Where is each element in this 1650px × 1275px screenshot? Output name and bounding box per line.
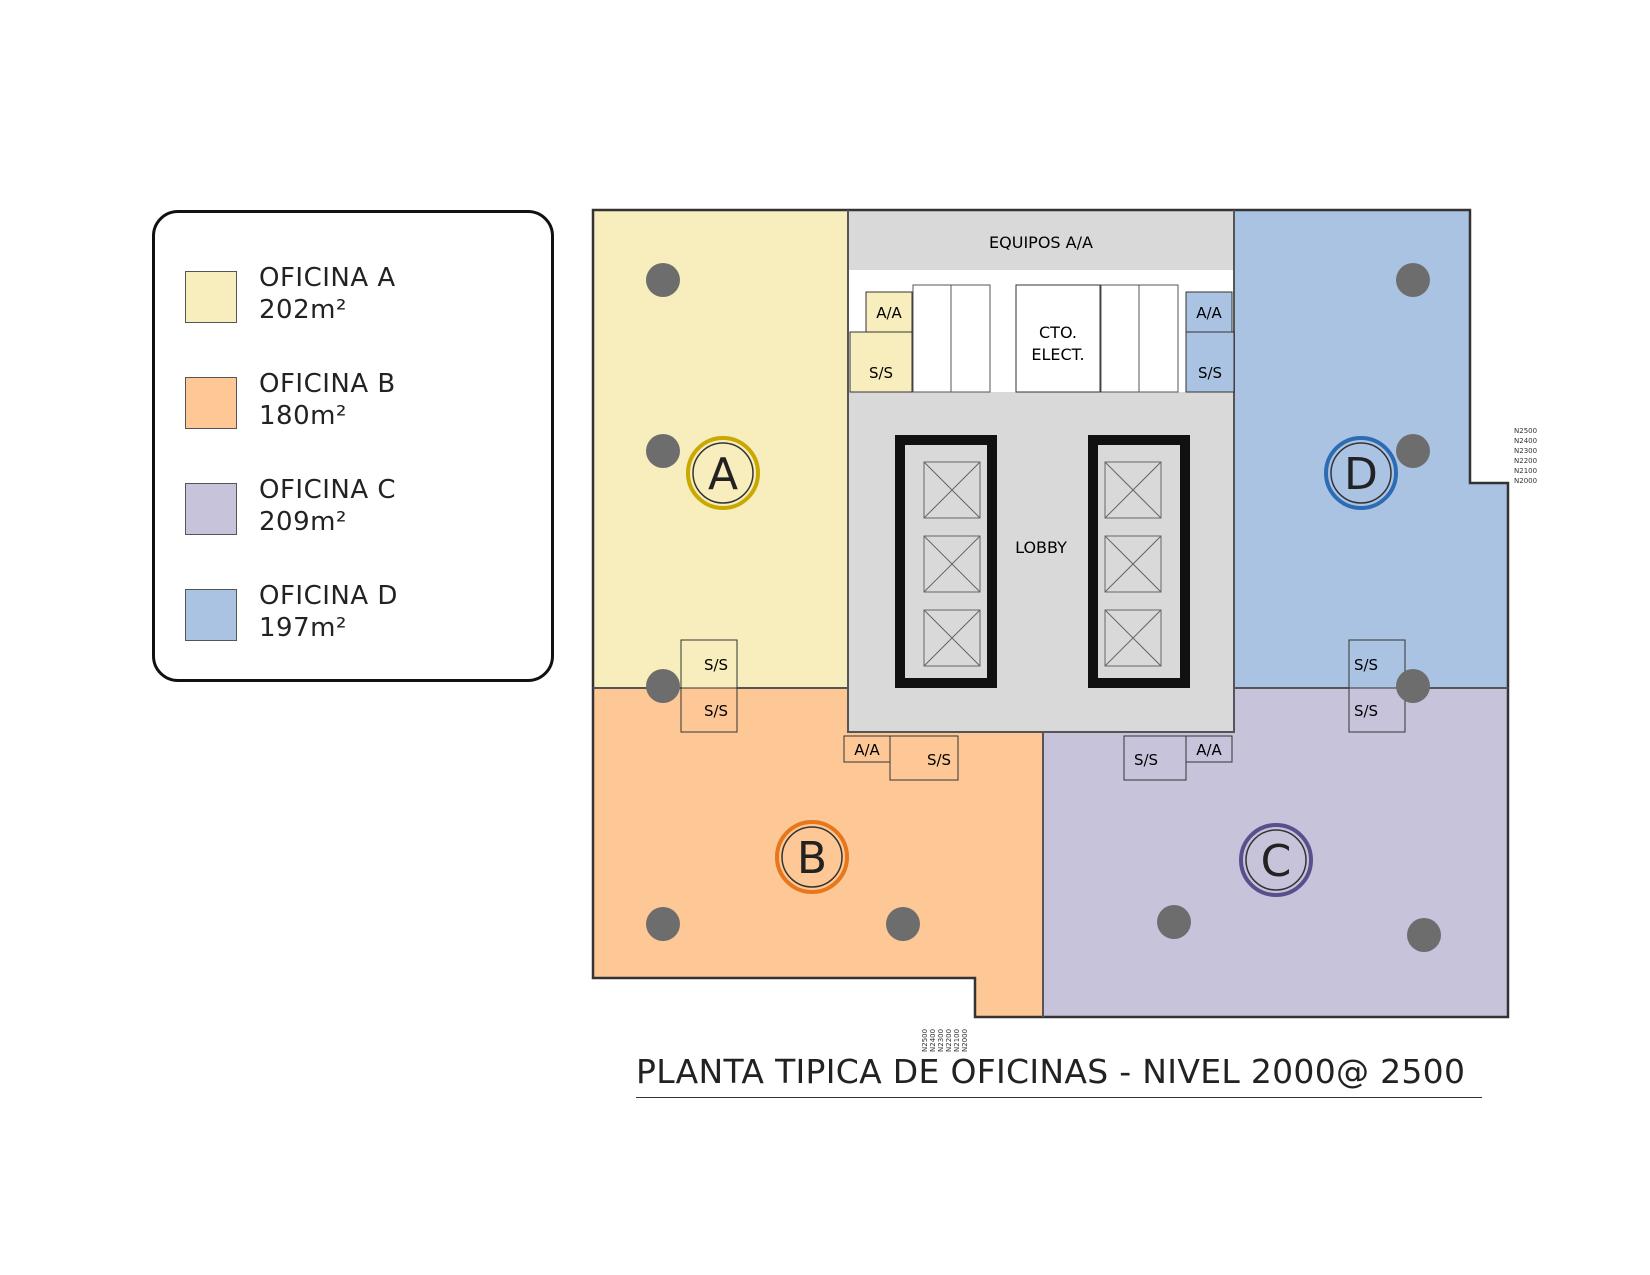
restroom-label-a-1: S/S (704, 656, 728, 674)
electrical-label-2: ELECT. (1031, 345, 1084, 364)
legend-name-c: OFICINA C (259, 475, 397, 505)
core-equipment-area (848, 210, 1234, 270)
legend-swatch-b (185, 377, 237, 429)
office-marker-c: C (1239, 823, 1313, 897)
building-outline (591, 208, 1510, 1019)
restroom-label-b-2: S/S (927, 751, 951, 769)
level-tag: N2400 (1514, 437, 1537, 445)
column (646, 669, 680, 703)
restroom-c-side: S/S (1348, 687, 1406, 733)
office-letter-d: D (1344, 449, 1378, 500)
level-tag: N2000 (961, 1029, 969, 1052)
office-marker-a: A (686, 436, 760, 510)
electrical-room: CTO. ELECT. (1015, 284, 1101, 393)
restroom-d-core: S/S (1185, 331, 1235, 393)
aa-label-b: A/A (854, 741, 880, 759)
column (1396, 434, 1430, 468)
restroom-label-a-core: S/S (869, 364, 893, 382)
level-tag: N2300 (937, 1029, 945, 1052)
column (1396, 263, 1430, 297)
level-tags-right: N2500 N2400 N2300 N2200 N2100 N2000 (1514, 427, 1537, 485)
column (1396, 669, 1430, 703)
aa-label-a: A/A (876, 304, 902, 322)
restroom-label-c-1: S/S (1134, 751, 1158, 769)
office-marker-b: B (775, 820, 849, 894)
level-tag: N2200 (1514, 457, 1537, 465)
level-tags-bottom: N2500 N2400 N2300 N2200 N2100 N2000 (921, 1029, 969, 1052)
electrical-label-1: CTO. (1039, 323, 1077, 342)
restroom-d-upper: S/S (1348, 639, 1406, 689)
restroom-label-d-1: S/S (1354, 656, 1378, 674)
aa-room-b: A/A (843, 735, 891, 763)
columns (646, 263, 1441, 952)
legend-area-d: 197m² (259, 613, 347, 643)
level-tag: N2100 (953, 1029, 961, 1052)
legend-swatch-c (185, 483, 237, 535)
legend-name-a: OFICINA A (259, 263, 396, 293)
restroom-c-core: S/S (1123, 735, 1187, 781)
legend-item-oficina-a: OFICINA A 202m² (185, 263, 525, 325)
column (886, 907, 920, 941)
aa-room-c: A/A (1185, 735, 1233, 763)
legend-item-oficina-c: OFICINA C 209m² (185, 475, 525, 537)
office-letter-c: C (1261, 836, 1292, 887)
office-d-area (1234, 210, 1508, 688)
restroom-a-upper: S/S (680, 639, 738, 689)
legend-swatch-d (185, 589, 237, 641)
column (1407, 918, 1441, 952)
level-tag: N2000 (1514, 477, 1537, 485)
legend-box: OFICINA A 202m² OFICINA B 180m² OFICINA … (152, 210, 554, 682)
restroom-label-b-1: S/S (704, 702, 728, 720)
title-underline (636, 1097, 1482, 1098)
office-letter-a: A (708, 449, 738, 500)
legend-area-b: 180m² (259, 401, 347, 431)
lobby-area (848, 392, 1234, 732)
level-tag: N2500 (921, 1029, 929, 1052)
legend-swatch-a (185, 271, 237, 323)
office-letter-b: B (797, 833, 827, 884)
restroom-label-c-2: S/S (1354, 702, 1378, 720)
stair-right (1100, 284, 1179, 393)
restroom-b-core: S/S (889, 735, 959, 781)
equipment-label: EQUIPOS A/A (989, 233, 1093, 252)
office-marker-d: D (1324, 436, 1398, 510)
level-tag: N2100 (1514, 467, 1537, 475)
level-tag: N2300 (1514, 447, 1537, 455)
level-tag: N2400 (929, 1029, 937, 1052)
legend-item-oficina-d: OFICINA D 197m² (185, 581, 525, 643)
legend-area-c: 209m² (259, 507, 347, 537)
aa-room-a: A/A (865, 291, 913, 333)
stair-left (912, 284, 991, 393)
plan-title: PLANTA TIPICA DE OFICINAS - NIVEL 2000@ … (636, 1052, 1466, 1091)
aa-room-d: A/A (1185, 291, 1233, 333)
level-tag: N2500 (1514, 427, 1537, 435)
lobby-label: LOBBY (1015, 538, 1067, 557)
elevator-bank-left (895, 435, 997, 688)
aa-label-d: A/A (1196, 304, 1222, 322)
legend-name-b: OFICINA B (259, 369, 396, 399)
legend-name-d: OFICINA D (259, 581, 398, 611)
restroom-label-d-core: S/S (1198, 364, 1222, 382)
legend-area-a: 202m² (259, 295, 347, 325)
legend-item-oficina-b: OFICINA B 180m² (185, 369, 525, 431)
aa-label-c: A/A (1196, 741, 1222, 759)
column (646, 434, 680, 468)
restroom-b-side: S/S (680, 687, 738, 733)
level-tag: N2200 (945, 1029, 953, 1052)
column (646, 263, 680, 297)
elevator-bank-right (1088, 435, 1190, 688)
restroom-a-core: S/S (849, 331, 913, 393)
column (1157, 905, 1191, 939)
column (646, 907, 680, 941)
